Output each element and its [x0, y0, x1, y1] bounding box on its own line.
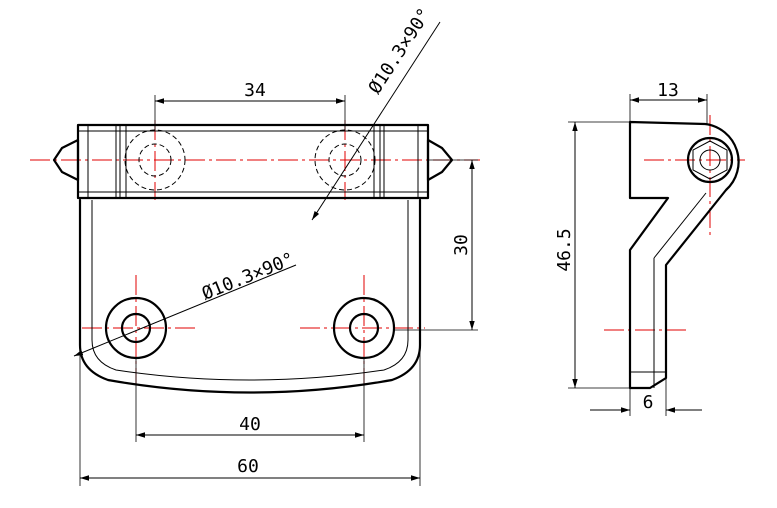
leaf-hole-right-bore	[348, 312, 380, 344]
leaf-plate-outer	[78, 198, 422, 394]
hinge-hole-left-hidden	[124, 129, 186, 191]
side-knuckle-hex	[692, 140, 728, 180]
side-profile-inner-line	[653, 192, 707, 259]
leaf-plate-inner	[91, 200, 409, 381]
side-knuckle-pin	[699, 149, 721, 171]
dim-40-label: 40	[239, 414, 261, 435]
side-knuckle-outer	[686, 136, 734, 184]
leaf-hole-callout-label: Ø10.3×90°	[199, 249, 297, 305]
dim-13-label: 13	[657, 80, 679, 101]
front-view: 34 Ø10.3×90° 30 Ø10.3×90° 40 60	[30, 4, 480, 486]
dim-6-label: 6	[643, 392, 654, 413]
hinge-hole-left-hidden-inner	[138, 143, 172, 177]
hinge-hole-callout-leader	[311, 21, 441, 221]
dim-34-label: 34	[244, 80, 266, 101]
hinge-hole-right-hidden-inner	[328, 143, 362, 177]
side-profile-outline	[628, 120, 740, 390]
leaf-hole-left-bore	[120, 312, 152, 344]
hinge-barrel	[76, 123, 430, 200]
dim-30-label: 30	[451, 234, 472, 256]
dim-60-label: 60	[237, 456, 259, 477]
dim-46-label: 46.5	[554, 228, 575, 271]
hinge-hole-right-hidden	[314, 129, 376, 191]
leaf-hole-callout-leader	[73, 264, 297, 357]
side-view: 13 46.5 6	[554, 80, 745, 416]
